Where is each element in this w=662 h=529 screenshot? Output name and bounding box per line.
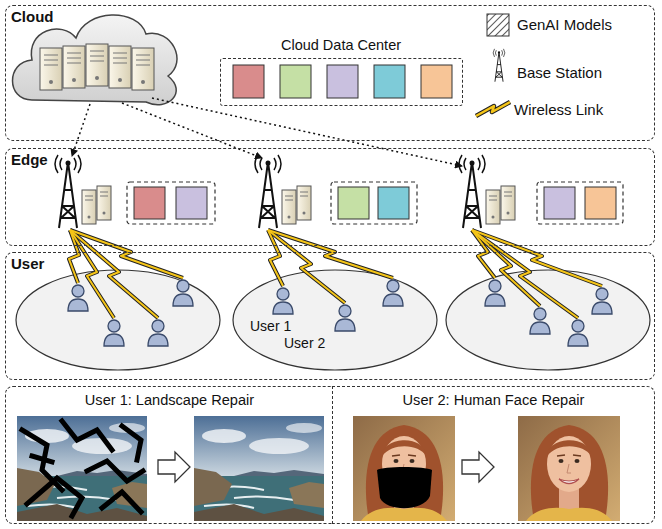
cloud-icon xyxy=(13,15,177,105)
node-heading: User xyxy=(11,255,44,273)
user-label: User 1 xyxy=(250,318,291,334)
user-cells xyxy=(16,270,650,370)
landscape-masked xyxy=(17,416,147,521)
task-panel: User 1: Landscape Repair xyxy=(5,386,333,524)
tower-swatch xyxy=(493,49,505,82)
arrow-icon xyxy=(462,452,494,482)
hatch-swatch xyxy=(487,14,509,36)
arrow-icon xyxy=(158,452,190,482)
node-heading: Edge xyxy=(11,151,48,169)
legend-text: Base Station xyxy=(517,64,602,82)
lightning-swatch xyxy=(476,102,510,116)
wireless-links xyxy=(69,230,602,318)
node-heading: User 2: Human Face Repair xyxy=(333,391,654,409)
edge-sites xyxy=(55,155,623,228)
edge-band: Edge xyxy=(5,148,655,246)
user-band: User xyxy=(5,252,655,380)
model-squares xyxy=(233,65,452,98)
node-heading: User 1: Landscape Repair xyxy=(6,391,333,409)
user-icons xyxy=(68,280,612,346)
face-repaired xyxy=(518,416,620,521)
legend-text: GenAI Models xyxy=(517,16,612,34)
node-heading: Cloud Data Center xyxy=(221,36,462,54)
landscape-repaired xyxy=(194,416,324,521)
data-center-box: Cloud Data Center xyxy=(220,58,463,106)
face-masked xyxy=(353,416,455,521)
node-heading: Cloud xyxy=(11,8,54,26)
legend-text: Wireless Link xyxy=(514,101,603,119)
user-label: User 2 xyxy=(284,335,325,351)
task-panel: User 2: Human Face Repair xyxy=(332,386,655,524)
backhaul-arrows xyxy=(72,98,462,166)
